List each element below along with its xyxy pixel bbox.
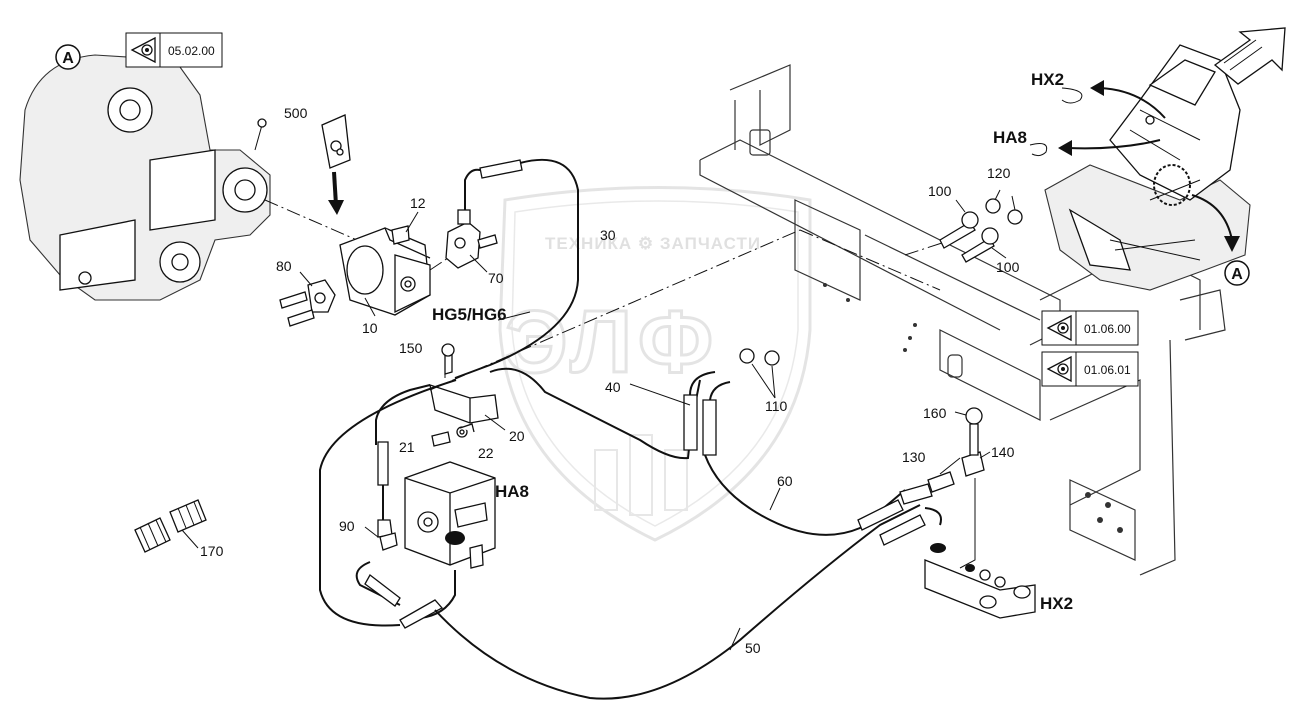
eye-icon (130, 36, 156, 64)
machine-frame (699, 64, 1226, 576)
gear-pump-10 (339, 227, 461, 316)
eye-icon (1046, 355, 1072, 383)
reference-box-mid1[interactable]: 01.06.00 (1041, 310, 1139, 346)
callout-30: 30 (600, 227, 616, 243)
hose-60 (704, 454, 906, 536)
sealant-tube-500 (321, 114, 351, 215)
fitting-80 (279, 271, 336, 327)
view-marker-a-top: A (55, 44, 81, 70)
screw-12 (391, 211, 419, 245)
machine-overview (1044, 44, 1251, 291)
screw-21 (431, 423, 475, 447)
valve-block-ha8 (404, 461, 496, 569)
callout-21: 21 (399, 439, 415, 455)
view-marker-a-overview-label: A (1231, 266, 1243, 283)
callout-120: 120 (987, 165, 1011, 181)
hx2-overview-hook (1061, 87, 1083, 104)
label-hg5-hg6: HG5/HG6 (432, 305, 507, 324)
hose-50 (434, 504, 921, 700)
label-hx2-overview: HX2 (1031, 70, 1064, 89)
callout-500: 500 (284, 105, 308, 121)
eye-icon (1046, 314, 1072, 342)
label-ha8: HA8 (495, 482, 529, 501)
reference-01-06-00: 01.06.00 (1084, 322, 1131, 336)
callout-12: 12 (410, 195, 426, 211)
label-ha8-overview: HA8 (993, 128, 1027, 147)
callout-90: 90 (339, 518, 355, 534)
label-hx2: HX2 (1040, 594, 1073, 613)
callout-170: 170 (200, 543, 224, 559)
callout-numbers: 500 12 30 70 80 10 150 40 110 21 22 20 9… (200, 105, 1020, 656)
hose-couplings-center (683, 348, 780, 456)
fittings-hx2 (857, 407, 1036, 619)
axis-line-3 (799, 229, 941, 291)
hose-40c (375, 384, 431, 445)
callout-130: 130 (902, 449, 926, 465)
fitting-70 (445, 209, 498, 273)
hose-30 (454, 158, 579, 379)
reference-box-mid2[interactable]: 01.06.01 (1041, 351, 1139, 387)
transmission-assembly (19, 54, 271, 301)
reference-05-02-00: 05.02.00 (168, 44, 215, 58)
view-marker-a-overview: A (1224, 260, 1250, 286)
watermark-text: ТЕХНИКА ⚙ ЗАПЧАСТИ (545, 234, 761, 253)
callout-50: 50 (745, 640, 761, 656)
callout-110: 110 (765, 398, 788, 414)
bracket-20 (429, 343, 506, 431)
reference-box-top[interactable]: 05.02.00 (125, 32, 223, 68)
callout-70: 70 (488, 270, 504, 286)
watermark-logo: ЭЛФ (505, 292, 719, 391)
watermark: ТЕХНИКА ⚙ ЗАПЧАСТИ ЭЛФ (498, 186, 812, 542)
arrow-hatch (1223, 39, 1263, 71)
callout-100-bottom: 100 (996, 259, 1020, 275)
callout-100-top: 100 (928, 183, 952, 199)
callout-150: 150 (399, 340, 423, 356)
axis-line-2 (429, 229, 801, 391)
callout-40: 40 (605, 379, 621, 395)
callout-22: 22 (478, 445, 494, 461)
callout-10: 10 (362, 320, 378, 336)
hose-30-coupling (479, 159, 523, 179)
callout-80: 80 (276, 258, 292, 274)
view-marker-a-top-label: A (62, 50, 74, 67)
callout-140: 140 (991, 444, 1015, 460)
spring-170 (134, 499, 207, 553)
overview-arrows (1058, 80, 1240, 252)
callout-20: 20 (509, 428, 525, 444)
hose-fittings-ha8 (355, 441, 456, 629)
leader-lines (364, 297, 991, 651)
hose-40b (489, 367, 701, 460)
screws-100-120 (904, 189, 1023, 263)
callout-160: 160 (923, 405, 947, 421)
callout-60: 60 (777, 473, 793, 489)
hose-40 (319, 379, 457, 627)
reference-01-06-01: 01.06.01 (1084, 363, 1131, 377)
ha8-overview-hook (1029, 143, 1048, 157)
group-labels: HG5/HG6 HA8 HX2 HX2 HA8 (432, 70, 1083, 613)
